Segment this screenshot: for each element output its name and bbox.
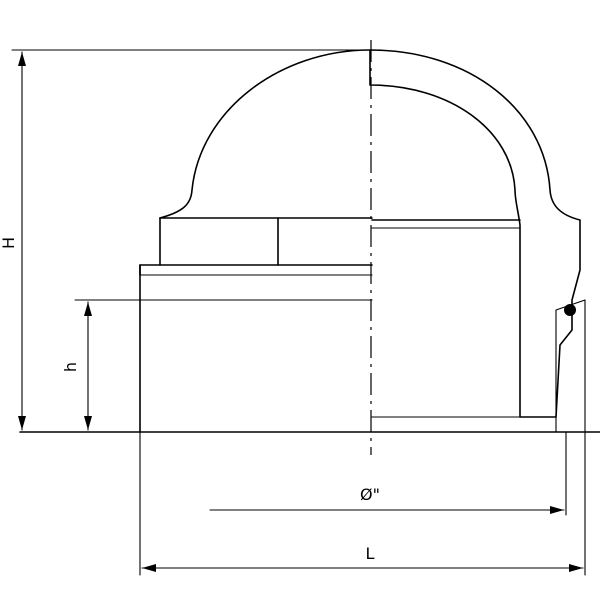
thread-section: [555, 299, 586, 433]
o-ring: [564, 304, 576, 316]
dimension-L: L: [139, 431, 586, 576]
dimension-h: h: [61, 299, 141, 431]
dimension-H: H: [0, 49, 371, 431]
label-diameter: Ø": [360, 485, 380, 504]
label-L: L: [366, 544, 375, 563]
dimension-diameter: Ø": [209, 431, 567, 516]
dome-outline: [159, 49, 371, 219]
elevation-outline: [19, 49, 600, 433]
label-H: H: [0, 237, 18, 249]
section-hatched: [369, 49, 586, 433]
dome-section: [369, 49, 581, 418]
label-h: h: [61, 362, 80, 372]
